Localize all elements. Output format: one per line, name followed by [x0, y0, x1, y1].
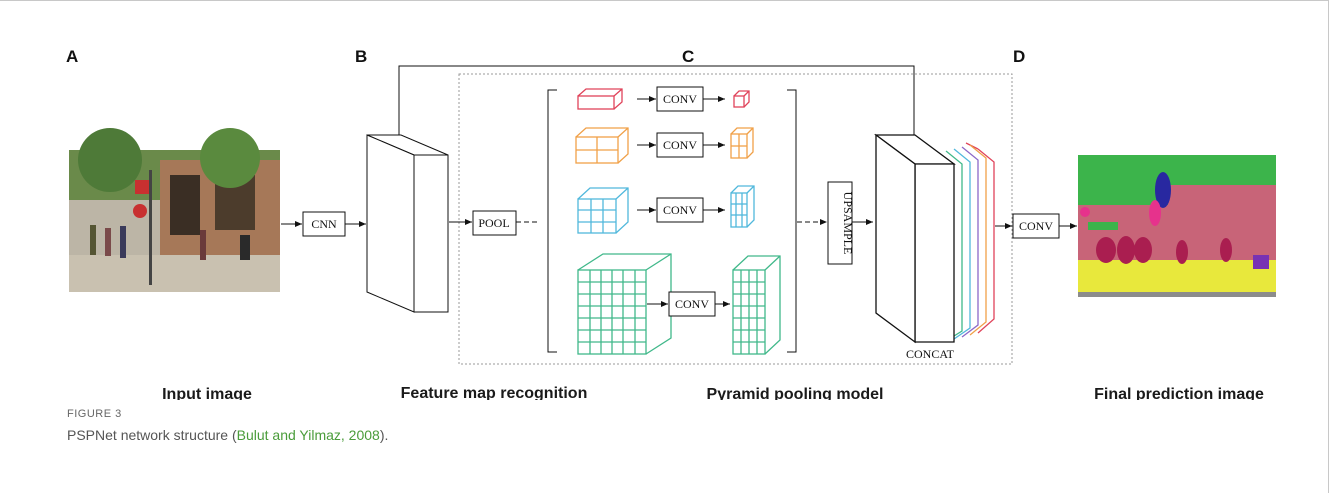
pool-level-4 [577, 253, 781, 355]
upsample-op-label: UPSAMPLE [841, 192, 855, 255]
conv-op-label-1: CONV [663, 92, 697, 106]
skip-connection-arrow [398, 65, 917, 150]
feature-map-block [366, 134, 449, 313]
input-image [69, 128, 280, 292]
pyramid-bracket-right [787, 89, 797, 353]
conv-op-label-4: CONV [675, 297, 709, 311]
input-image-label: Input image [162, 386, 252, 400]
feature-map-label: Feature map recognition [401, 385, 588, 400]
pool-level-3 [577, 185, 755, 234]
prediction-image [1078, 155, 1276, 297]
pyramid-bracket-left [547, 89, 557, 353]
pyramid-frame [458, 73, 1013, 365]
panel-letter-b: B [355, 47, 367, 66]
conv-op-label-final: CONV [1019, 219, 1053, 233]
panel-letter-d: D [1013, 47, 1025, 66]
pool-level-2 [575, 127, 754, 164]
panel-letter-c: C [682, 47, 694, 66]
pspnet-diagram: A B C D CNN [66, 47, 1276, 400]
concat-block [874, 133, 995, 344]
figure-number: FIGURE 3 [67, 408, 122, 420]
caption-suffix: ). [379, 427, 389, 443]
conv-op-label-3: CONV [663, 203, 697, 217]
pyramid-pooling-label: Pyramid pooling model [707, 386, 884, 400]
conv-op-label-2: CONV [663, 138, 697, 152]
pool-op-label: POOL [478, 216, 509, 230]
pool-level-1 [577, 88, 750, 110]
panel-letter-a: A [66, 47, 78, 66]
concat-op-label: CONCAT [906, 347, 955, 361]
cnn-op-label: CNN [311, 217, 337, 231]
final-prediction-label: Final prediction image [1094, 386, 1264, 400]
caption-prefix: PSPNet network structure ( [67, 427, 237, 443]
citation-link[interactable]: Bulut and Yilmaz, 2008 [236, 427, 380, 443]
figure-caption: PSPNet network structure (Bulut and Yilm… [67, 427, 388, 443]
